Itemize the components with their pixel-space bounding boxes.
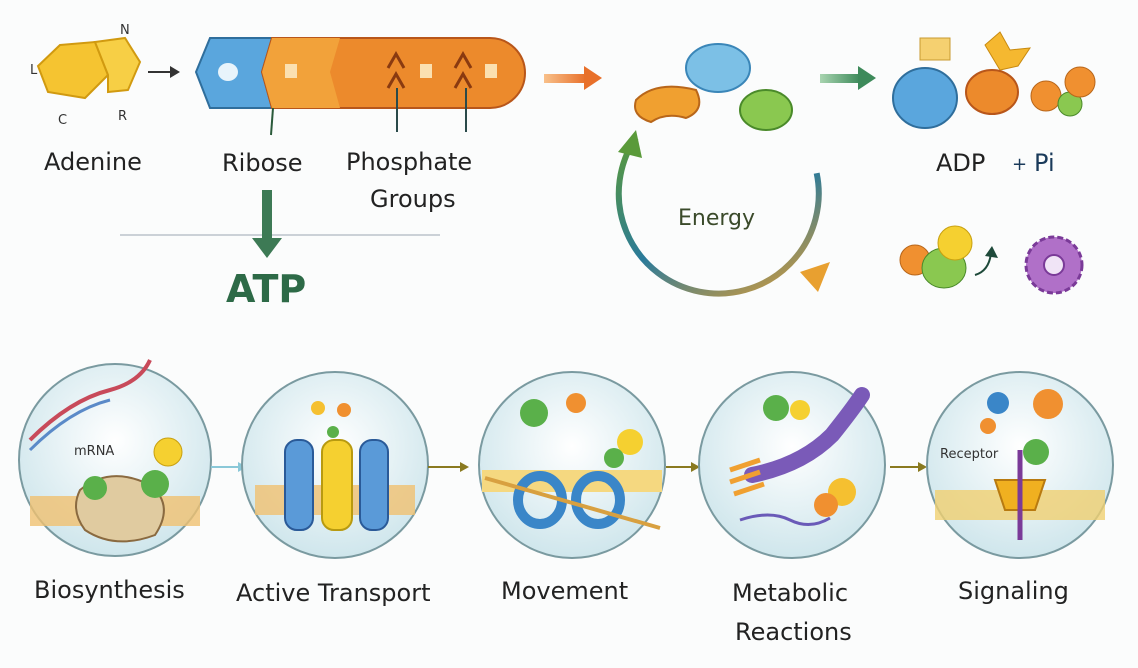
energy-label: Energy bbox=[678, 206, 755, 231]
flow-arrow-icon bbox=[428, 462, 469, 472]
plus-sign: + bbox=[1012, 154, 1027, 175]
atom-r: R bbox=[118, 109, 127, 124]
atom-n: N bbox=[120, 23, 130, 38]
signaling-label: Signaling bbox=[958, 577, 1069, 605]
adp-label: ADP bbox=[936, 149, 985, 177]
green-arrow-icon bbox=[820, 66, 876, 90]
adenine-molecule: N L C R bbox=[30, 23, 142, 128]
down-arrow-icon bbox=[252, 190, 282, 258]
ribose-block bbox=[194, 37, 274, 109]
mrna-label: mRNA bbox=[74, 444, 114, 459]
energy-cycle: Energy bbox=[615, 43, 830, 297]
flow-arrow-icon bbox=[890, 462, 927, 472]
atp-label: ATP bbox=[226, 267, 306, 311]
adp-illustration bbox=[892, 31, 1096, 129]
use-active-transport bbox=[241, 371, 429, 559]
metabolic-label-line1: Metabolic bbox=[732, 579, 848, 607]
flow-arrow-icon bbox=[666, 462, 700, 472]
movement-label: Movement bbox=[501, 577, 628, 605]
atom-l: L bbox=[30, 63, 38, 78]
receptor-label: Receptor bbox=[940, 447, 999, 462]
phosphate-chain bbox=[260, 37, 526, 136]
phosphate-label-line2: Groups bbox=[370, 185, 456, 213]
atom-c: C bbox=[58, 113, 67, 128]
ribose-label: Ribose bbox=[222, 149, 303, 177]
hydrolysis-illustration bbox=[899, 225, 1084, 295]
adenine-label: Adenine bbox=[44, 148, 142, 176]
phosphate-label-line1: Phosphate bbox=[346, 148, 472, 176]
active-transport-label: Active Transport bbox=[236, 579, 430, 607]
metabolic-label-line2: Reactions bbox=[735, 618, 852, 646]
biosynthesis-label: Biosynthesis bbox=[34, 576, 185, 604]
use-metabolic-reactions bbox=[698, 371, 886, 559]
use-biosynthesis: mRNA bbox=[18, 359, 212, 557]
use-movement bbox=[478, 371, 666, 559]
use-signaling: Receptor bbox=[926, 371, 1114, 559]
orange-arrow-icon bbox=[544, 66, 602, 90]
arrow-icon bbox=[148, 66, 180, 78]
pi-label: Pi bbox=[1034, 149, 1055, 177]
